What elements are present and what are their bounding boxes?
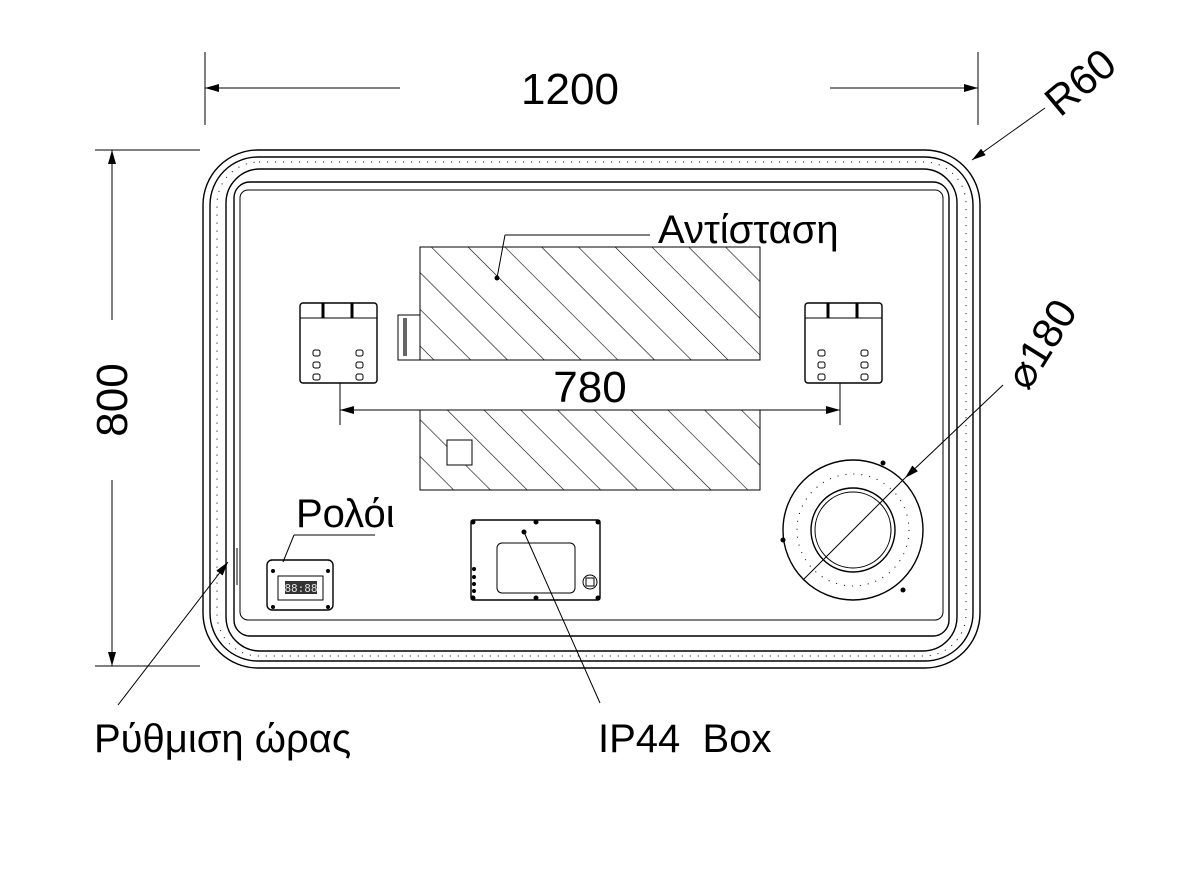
mirror-frame <box>202 149 981 669</box>
clock-label: Ρολόι <box>296 492 395 536</box>
bracket-right <box>804 302 883 384</box>
heater-label: Αντίσταση <box>658 208 839 252</box>
time-setting-callout: Ρύθμιση ώρας <box>94 548 351 761</box>
round-lamp: ⌀180 <box>780 291 1086 601</box>
height-dimension-label: 800 <box>88 363 137 436</box>
radius-label: R60 <box>1036 39 1125 125</box>
ip44-box-label: IP44 Box <box>598 717 771 761</box>
bracket-left <box>299 302 378 384</box>
clock-display: 88:88 <box>284 582 317 595</box>
width-dimension-label: 1200 <box>521 65 619 114</box>
time-setting-label: Ρύθμιση ώρας <box>94 717 351 761</box>
radius-callout: R60 <box>971 39 1125 161</box>
heater-callout: Αντίσταση <box>494 208 839 281</box>
height-dimension: 800 <box>88 149 200 667</box>
bracket-spacing-label: 780 <box>553 363 626 412</box>
width-dimension: 1200 <box>204 52 979 125</box>
diameter-label: ⌀180 <box>996 291 1086 397</box>
bracket-spacing-dimension: 780 <box>339 363 841 425</box>
ip44-box: IP44 Box <box>470 519 771 761</box>
clock-module: 88:88 Ρολόι <box>266 492 395 611</box>
